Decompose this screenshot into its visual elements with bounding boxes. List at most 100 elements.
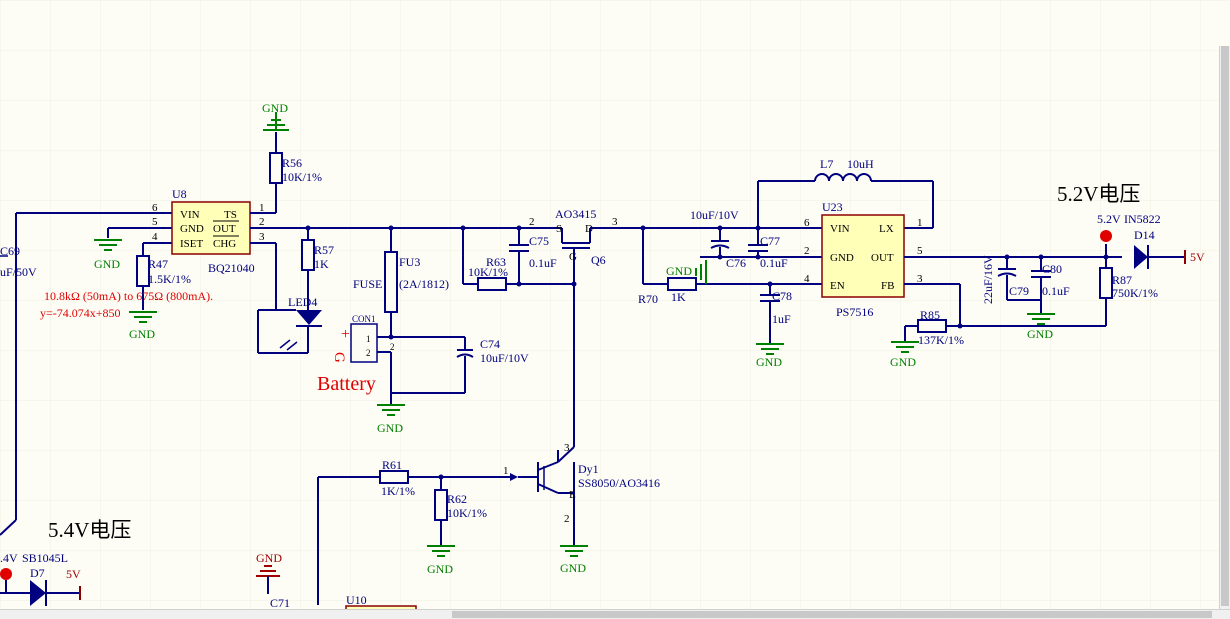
dy1-pin-3: 3	[564, 442, 570, 454]
dy1-ref: Dy1	[578, 462, 599, 476]
gnd-label-c80: GND	[1027, 327, 1053, 341]
net-5v4-label: .4V	[0, 551, 18, 565]
svg-text:G: G	[331, 352, 347, 363]
u8-pinnum-3: 3	[259, 231, 265, 243]
u23-pinnum-3: 3	[917, 273, 923, 285]
r70-ref: R70	[638, 292, 658, 306]
q6-pin-d: D	[585, 223, 593, 235]
u23-pin-vin: VIN	[830, 223, 850, 235]
u8-pinnum-4: 4	[152, 231, 158, 243]
vertical-scrollbar-thumb[interactable]	[1221, 46, 1229, 606]
fu3-ref: FU3	[399, 255, 420, 269]
u8-pin-vin: VIN	[180, 209, 200, 221]
q6-pin-3: 3	[612, 216, 618, 228]
charge-note-1: 10.8kΩ (50mA) to 675Ω (800mA).	[44, 289, 213, 303]
c74-ref: C74	[480, 337, 500, 351]
gnd-label-r62: GND	[427, 562, 453, 576]
u23-pinnum-6: 6	[804, 217, 810, 229]
c71-ref: C71	[270, 596, 290, 610]
r85-ref: R85	[920, 308, 940, 322]
d14-ref: D14	[1134, 228, 1155, 242]
u23-pin-lx: LX	[879, 223, 894, 235]
gnd-label-battery: GND	[377, 421, 403, 435]
u23-pinnum-5: 5	[917, 245, 923, 257]
d7-ref: D7	[30, 566, 45, 580]
u8-pin-iset: ISET	[180, 238, 204, 250]
con1-pin-2: 2	[366, 348, 371, 358]
u8-pinnum-6: 6	[152, 202, 158, 214]
horizontal-scrollbar[interactable]	[0, 609, 1230, 619]
u8-pinnum-5: 5	[152, 216, 158, 228]
fu3-type: FUSE	[353, 277, 382, 291]
u8-pin-gnd: GND	[180, 223, 204, 235]
r61-ref: R61	[382, 458, 402, 472]
gnd-label-c71: GND	[256, 551, 282, 565]
r56-ref: R56	[282, 156, 302, 170]
c74-value: 10uF/10V	[480, 351, 529, 365]
dy1-part: SS8050/AO3416	[578, 476, 660, 490]
c80-value: 0.1uF	[1042, 284, 1070, 298]
dy1-pin-2: 2	[564, 513, 570, 525]
q6-pin-s: S	[556, 223, 562, 235]
l7-value: 10uH	[847, 157, 874, 171]
r63-value: 10K/1%	[468, 265, 508, 279]
u23-pin-en: EN	[830, 280, 845, 292]
net-5v-out-label: 5V	[1190, 250, 1205, 264]
c76-ref: C76	[726, 256, 746, 270]
u8-body	[171, 201, 251, 255]
svg-text:+: +	[341, 326, 350, 343]
section-title-5v4: 5.4V电压	[48, 518, 131, 542]
r61-value: 1K/1%	[381, 484, 415, 498]
c69-value: uF/50V	[0, 265, 37, 279]
net-5v2-label: 5.2V	[1097, 212, 1121, 226]
d7-part: SB1045L	[22, 551, 68, 565]
u23-pin-out: OUT	[871, 252, 894, 264]
u8-pin-ts: TS	[224, 209, 237, 221]
r87-ref: R87	[1112, 273, 1132, 287]
gnd-label-r47: GND	[129, 327, 155, 341]
u23-pinnum-4: 4	[804, 273, 810, 285]
dy1-section	[317, 450, 589, 605]
u23-pin-fb: FB	[881, 280, 894, 292]
u23-part: PS7516	[836, 305, 873, 319]
fu3-value: (2A/1812)	[399, 277, 449, 291]
charge-note-2: y=-74.074x+850	[40, 306, 121, 320]
vertical-scrollbar[interactable]	[1219, 46, 1230, 611]
r85-value: 137K/1%	[918, 333, 964, 347]
led4-ref: LED4	[288, 295, 317, 309]
d14-part: IN5822	[1124, 212, 1161, 226]
labels: GND R56 10K/1% GND R47 1.5K/1% GND R57 1…	[0, 101, 1205, 610]
r87-value: 750K/1%	[1112, 286, 1158, 300]
battery-label: Battery	[317, 373, 376, 395]
q6-pin-2: 2	[529, 216, 535, 228]
gnd-label-r70: GND	[666, 264, 692, 278]
u8-pinnum-2: 2	[259, 216, 265, 228]
u23-pin-gnd: GND	[830, 252, 854, 264]
u23-pinnum-2: 2	[804, 245, 810, 257]
c77-ref: C77	[760, 234, 780, 248]
c78-ref: C78	[772, 289, 792, 303]
horizontal-scrollbar-thumb[interactable]	[452, 611, 1212, 618]
section-title-5v2: 5.2V电压	[1057, 182, 1140, 206]
r62-value: 10K/1%	[447, 506, 487, 520]
c79-ref: C79	[1009, 284, 1029, 298]
q6-part: AO3415	[555, 207, 596, 221]
r70-value: 1K	[671, 290, 686, 304]
l7-ref: L7	[820, 157, 833, 171]
con1-pin-1: 1	[366, 334, 371, 344]
r63-ref: R63	[486, 255, 506, 269]
c69-ref: C69	[0, 244, 20, 258]
r47-ref: R47	[148, 257, 168, 271]
u8-ref: U8	[172, 187, 187, 201]
dy1-pin-e: E	[569, 489, 576, 501]
r57-ref: R57	[314, 243, 334, 257]
c75-ref: C75	[529, 234, 549, 248]
c77-value: 0.1uF	[760, 256, 788, 270]
u23-ref: U23	[822, 200, 843, 214]
c75-value: 0.1uF	[529, 256, 557, 270]
c79-value: 22uF/16V	[981, 255, 995, 304]
u23-pinnum-1: 1	[917, 217, 923, 229]
c80-ref: C80	[1042, 262, 1062, 276]
q6-ref: Q6	[591, 253, 606, 267]
